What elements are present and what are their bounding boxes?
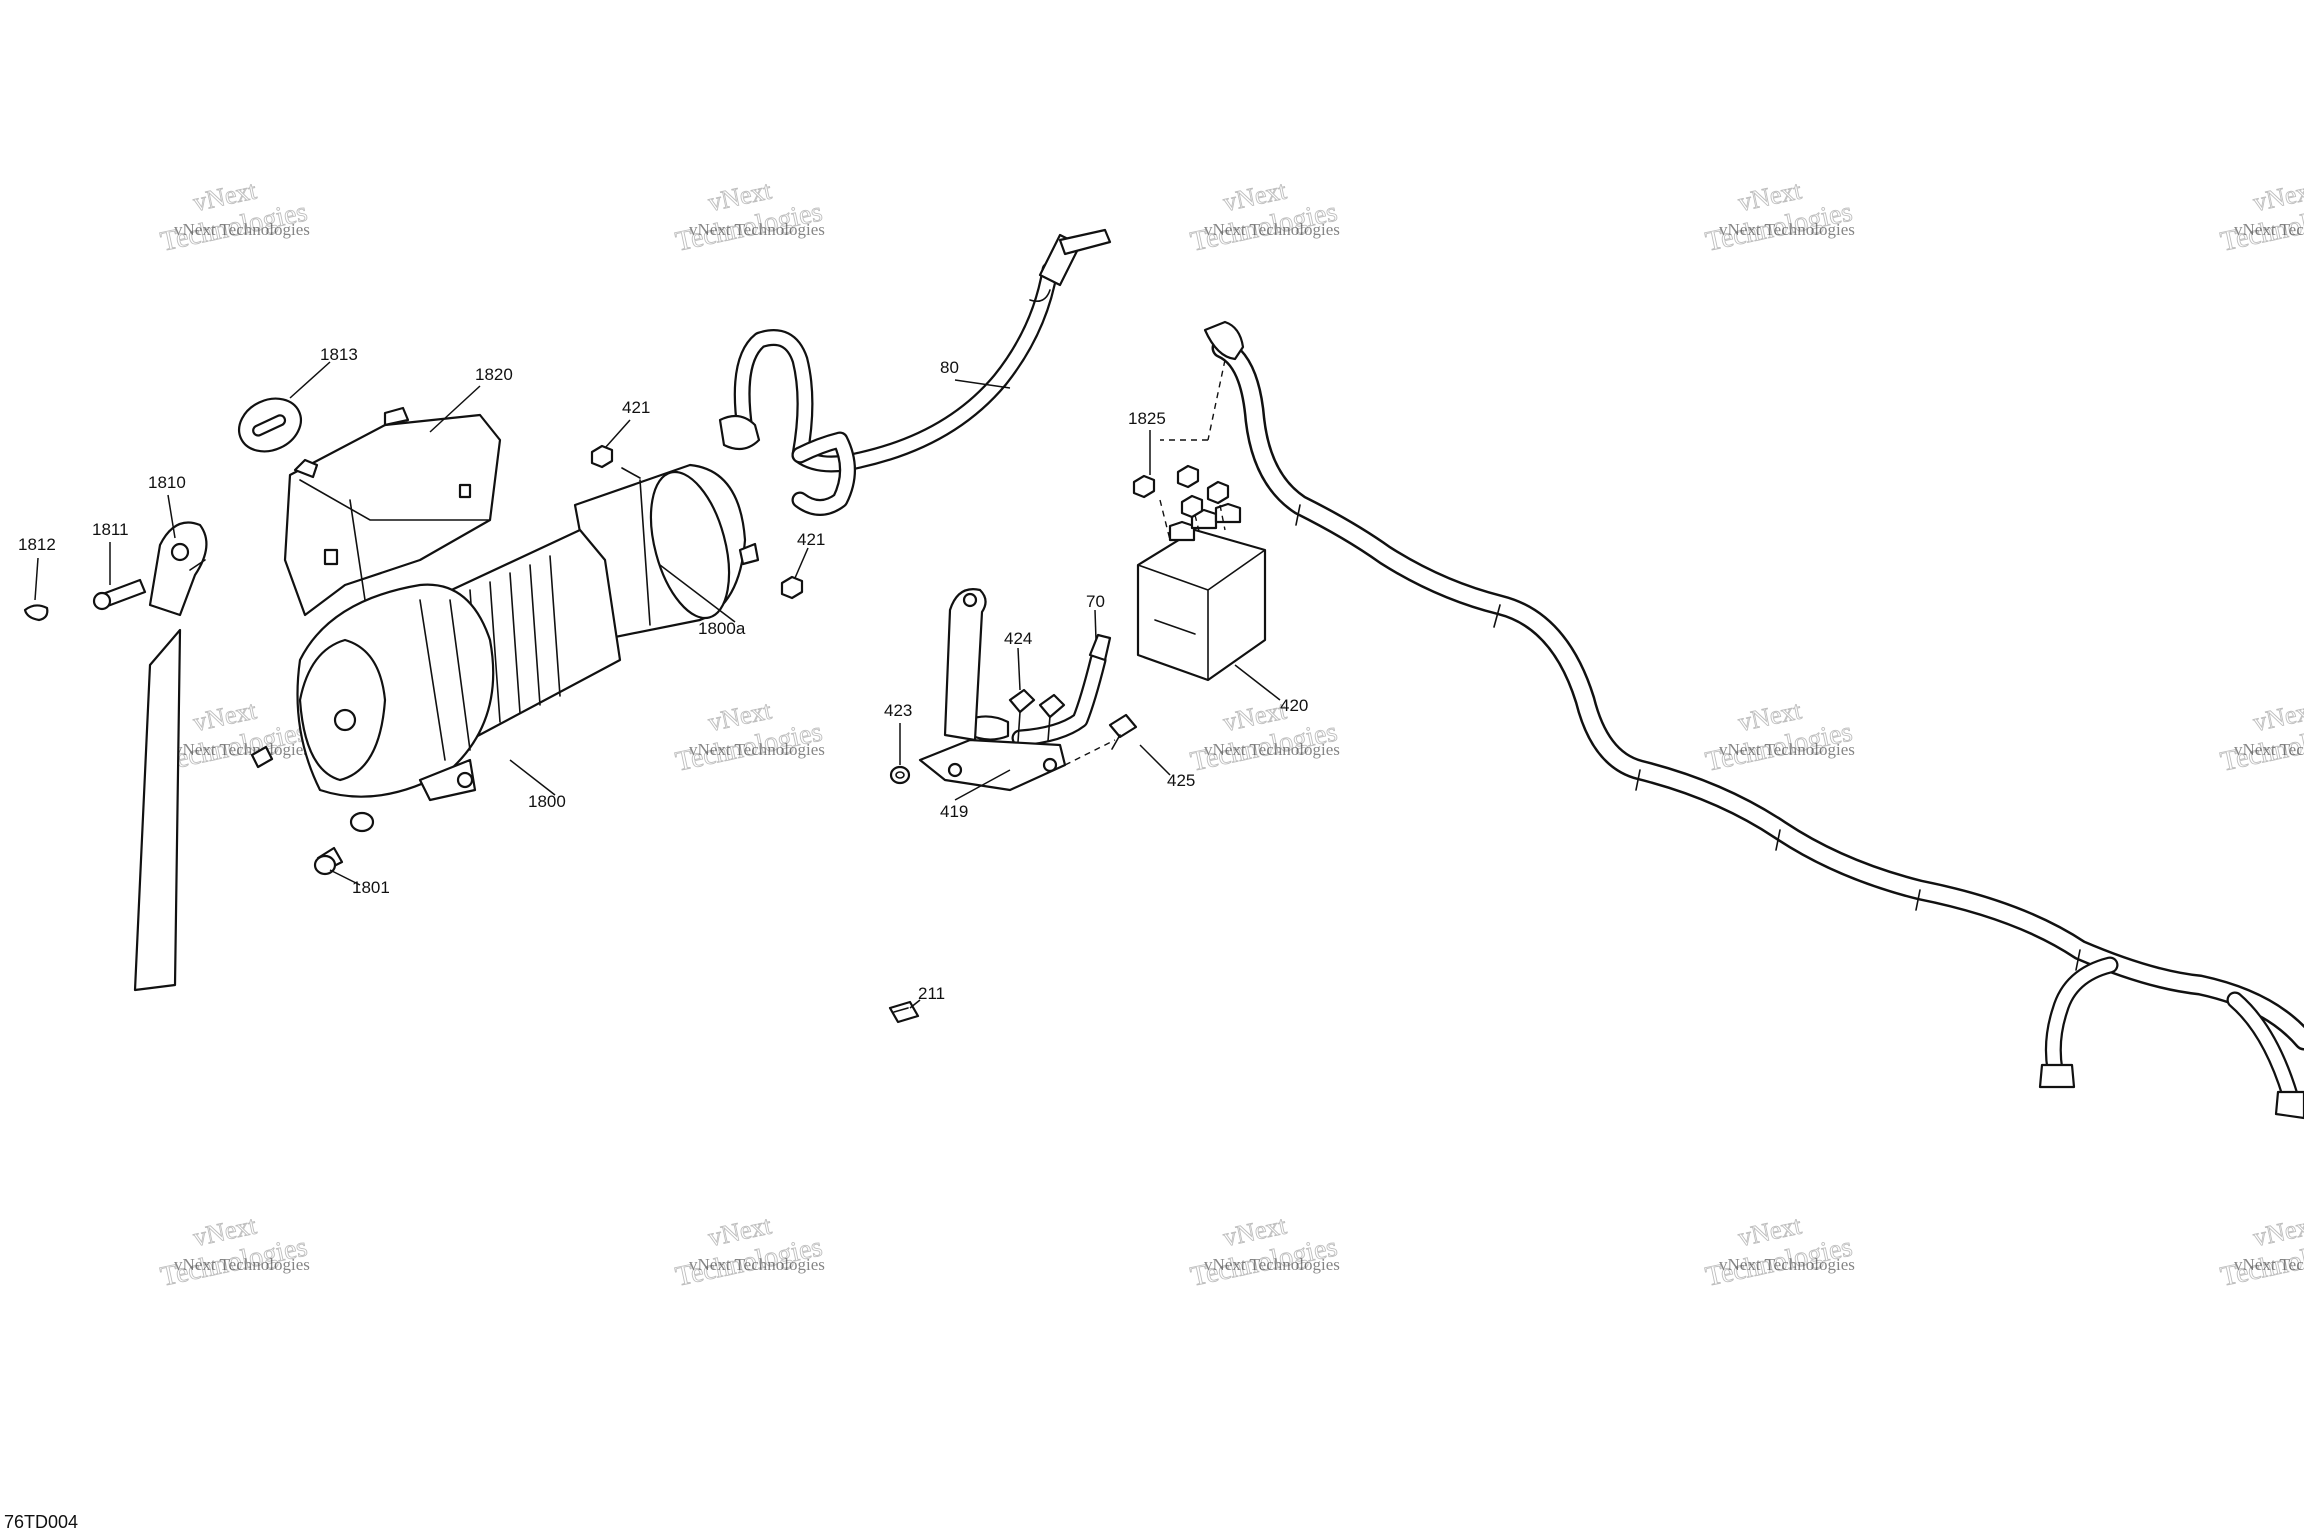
callout-1811: 1811: [92, 520, 129, 539]
svg-text:vNext Technologies: vNext Technologies: [2234, 740, 2304, 759]
callout-421-upper: 421: [622, 398, 650, 417]
watermark: vNext Technologies vNext Technologies: [1702, 1210, 1855, 1293]
callout-423: 423: [884, 701, 912, 720]
callout-1825: 1825: [1128, 409, 1166, 428]
callout-labels: 1813 1820 1810 1812 1811 421 421 80 1825…: [18, 345, 1308, 1003]
winch-bracket-1820: [283, 406, 502, 617]
callout-425: 425: [1167, 771, 1195, 790]
callout-1812: 1812: [18, 535, 56, 554]
pin-1811: [92, 578, 147, 611]
svg-text:vNext Technologies: vNext Technologies: [1719, 740, 1855, 759]
watermark: vNext Technologies vNext Technologies: [2217, 175, 2304, 258]
nuts-1825: [1132, 464, 1230, 541]
screw-425: [1108, 713, 1138, 750]
svg-text:vNext Technologies: vNext Technologies: [1204, 740, 1340, 759]
drawing-id: 76TD004: [4, 1512, 78, 1532]
callout-70: 70: [1086, 592, 1105, 611]
callout-1801: 1801: [352, 878, 390, 897]
svg-text:vNext Technologies: vNext Technologies: [689, 740, 825, 759]
watermark: vNext Technologies vNext Technologies: [672, 695, 825, 778]
winch-1800: [296, 463, 760, 802]
cable-guide-1813: [238, 397, 302, 453]
callout-1800a: 1800a: [698, 619, 746, 638]
solenoid-420: [1136, 502, 1267, 682]
svg-text:vNext Technologies: vNext Technologies: [1719, 1255, 1855, 1274]
callout-80: 80: [940, 358, 959, 377]
wiring-harness: [1160, 320, 2304, 1120]
svg-text:vNext Technologies: vNext Technologies: [174, 220, 310, 239]
nut-421-upper: [590, 444, 641, 479]
svg-text:vNext Technologies: vNext Technologies: [174, 1255, 310, 1274]
leader-lines: [34, 361, 1281, 1009]
watermark: vNext Technologies vNext Technologies: [672, 1210, 825, 1293]
watermark: vNext Technologies vNext Technologies: [1187, 175, 1340, 258]
callout-1820: 1820: [475, 365, 513, 384]
cable-80: [718, 228, 1112, 516]
svg-text:vNext Technologies: vNext Technologies: [1204, 220, 1340, 239]
watermark: vNext Technologies vNext Technologies: [1187, 1210, 1340, 1293]
bracket-419: [918, 588, 1116, 792]
callout-1813: 1813: [320, 345, 358, 364]
watermark: vNext Technologies vNext Technologies: [157, 175, 310, 258]
watermark: vNext Technologies vNext Technologies: [672, 175, 825, 258]
svg-text:vNext Technologies: vNext Technologies: [2234, 1255, 2304, 1274]
screw-1801: [313, 811, 375, 876]
callout-424: 424: [1004, 629, 1032, 648]
svg-text:vNext Technologies: vNext Technologies: [689, 1255, 825, 1274]
callout-1800: 1800: [528, 792, 566, 811]
svg-text:vNext Technologies: vNext Technologies: [174, 740, 310, 759]
callout-211: 211: [918, 984, 945, 1003]
nut-421-lower: [780, 575, 804, 600]
cable-70: [966, 633, 1112, 747]
watermark: vNext Technologies vNext Technologies: [157, 1210, 310, 1293]
clip-1812: [23, 604, 49, 622]
callout-421-lower: 421: [797, 530, 825, 549]
watermark: vNext Technologies vNext Technologies: [2217, 695, 2304, 778]
callout-420: 420: [1280, 696, 1308, 715]
watermark: vNext Technologies vNext Technologies: [2217, 1210, 2304, 1293]
callout-419: 419: [940, 802, 968, 821]
svg-text:vNext Technologies: vNext Technologies: [689, 220, 825, 239]
winch-hook-1810: [133, 521, 208, 992]
watermark: vNext Technologies vNext Technologies: [1702, 695, 1855, 778]
watermark: vNext Technologies vNext Technologies: [1187, 695, 1340, 778]
callout-1810: 1810: [148, 473, 186, 492]
watermark: vNext Technologies vNext Technologies: [1702, 175, 1855, 258]
svg-text:vNext Technologies: vNext Technologies: [1204, 1255, 1340, 1274]
svg-text:vNext Technologies: vNext Technologies: [1719, 220, 1855, 239]
washer-423: [889, 765, 911, 785]
screw-small-left: [250, 745, 274, 769]
svg-text:vNext Technologies: vNext Technologies: [2234, 220, 2304, 239]
screws-424: [1008, 688, 1066, 743]
